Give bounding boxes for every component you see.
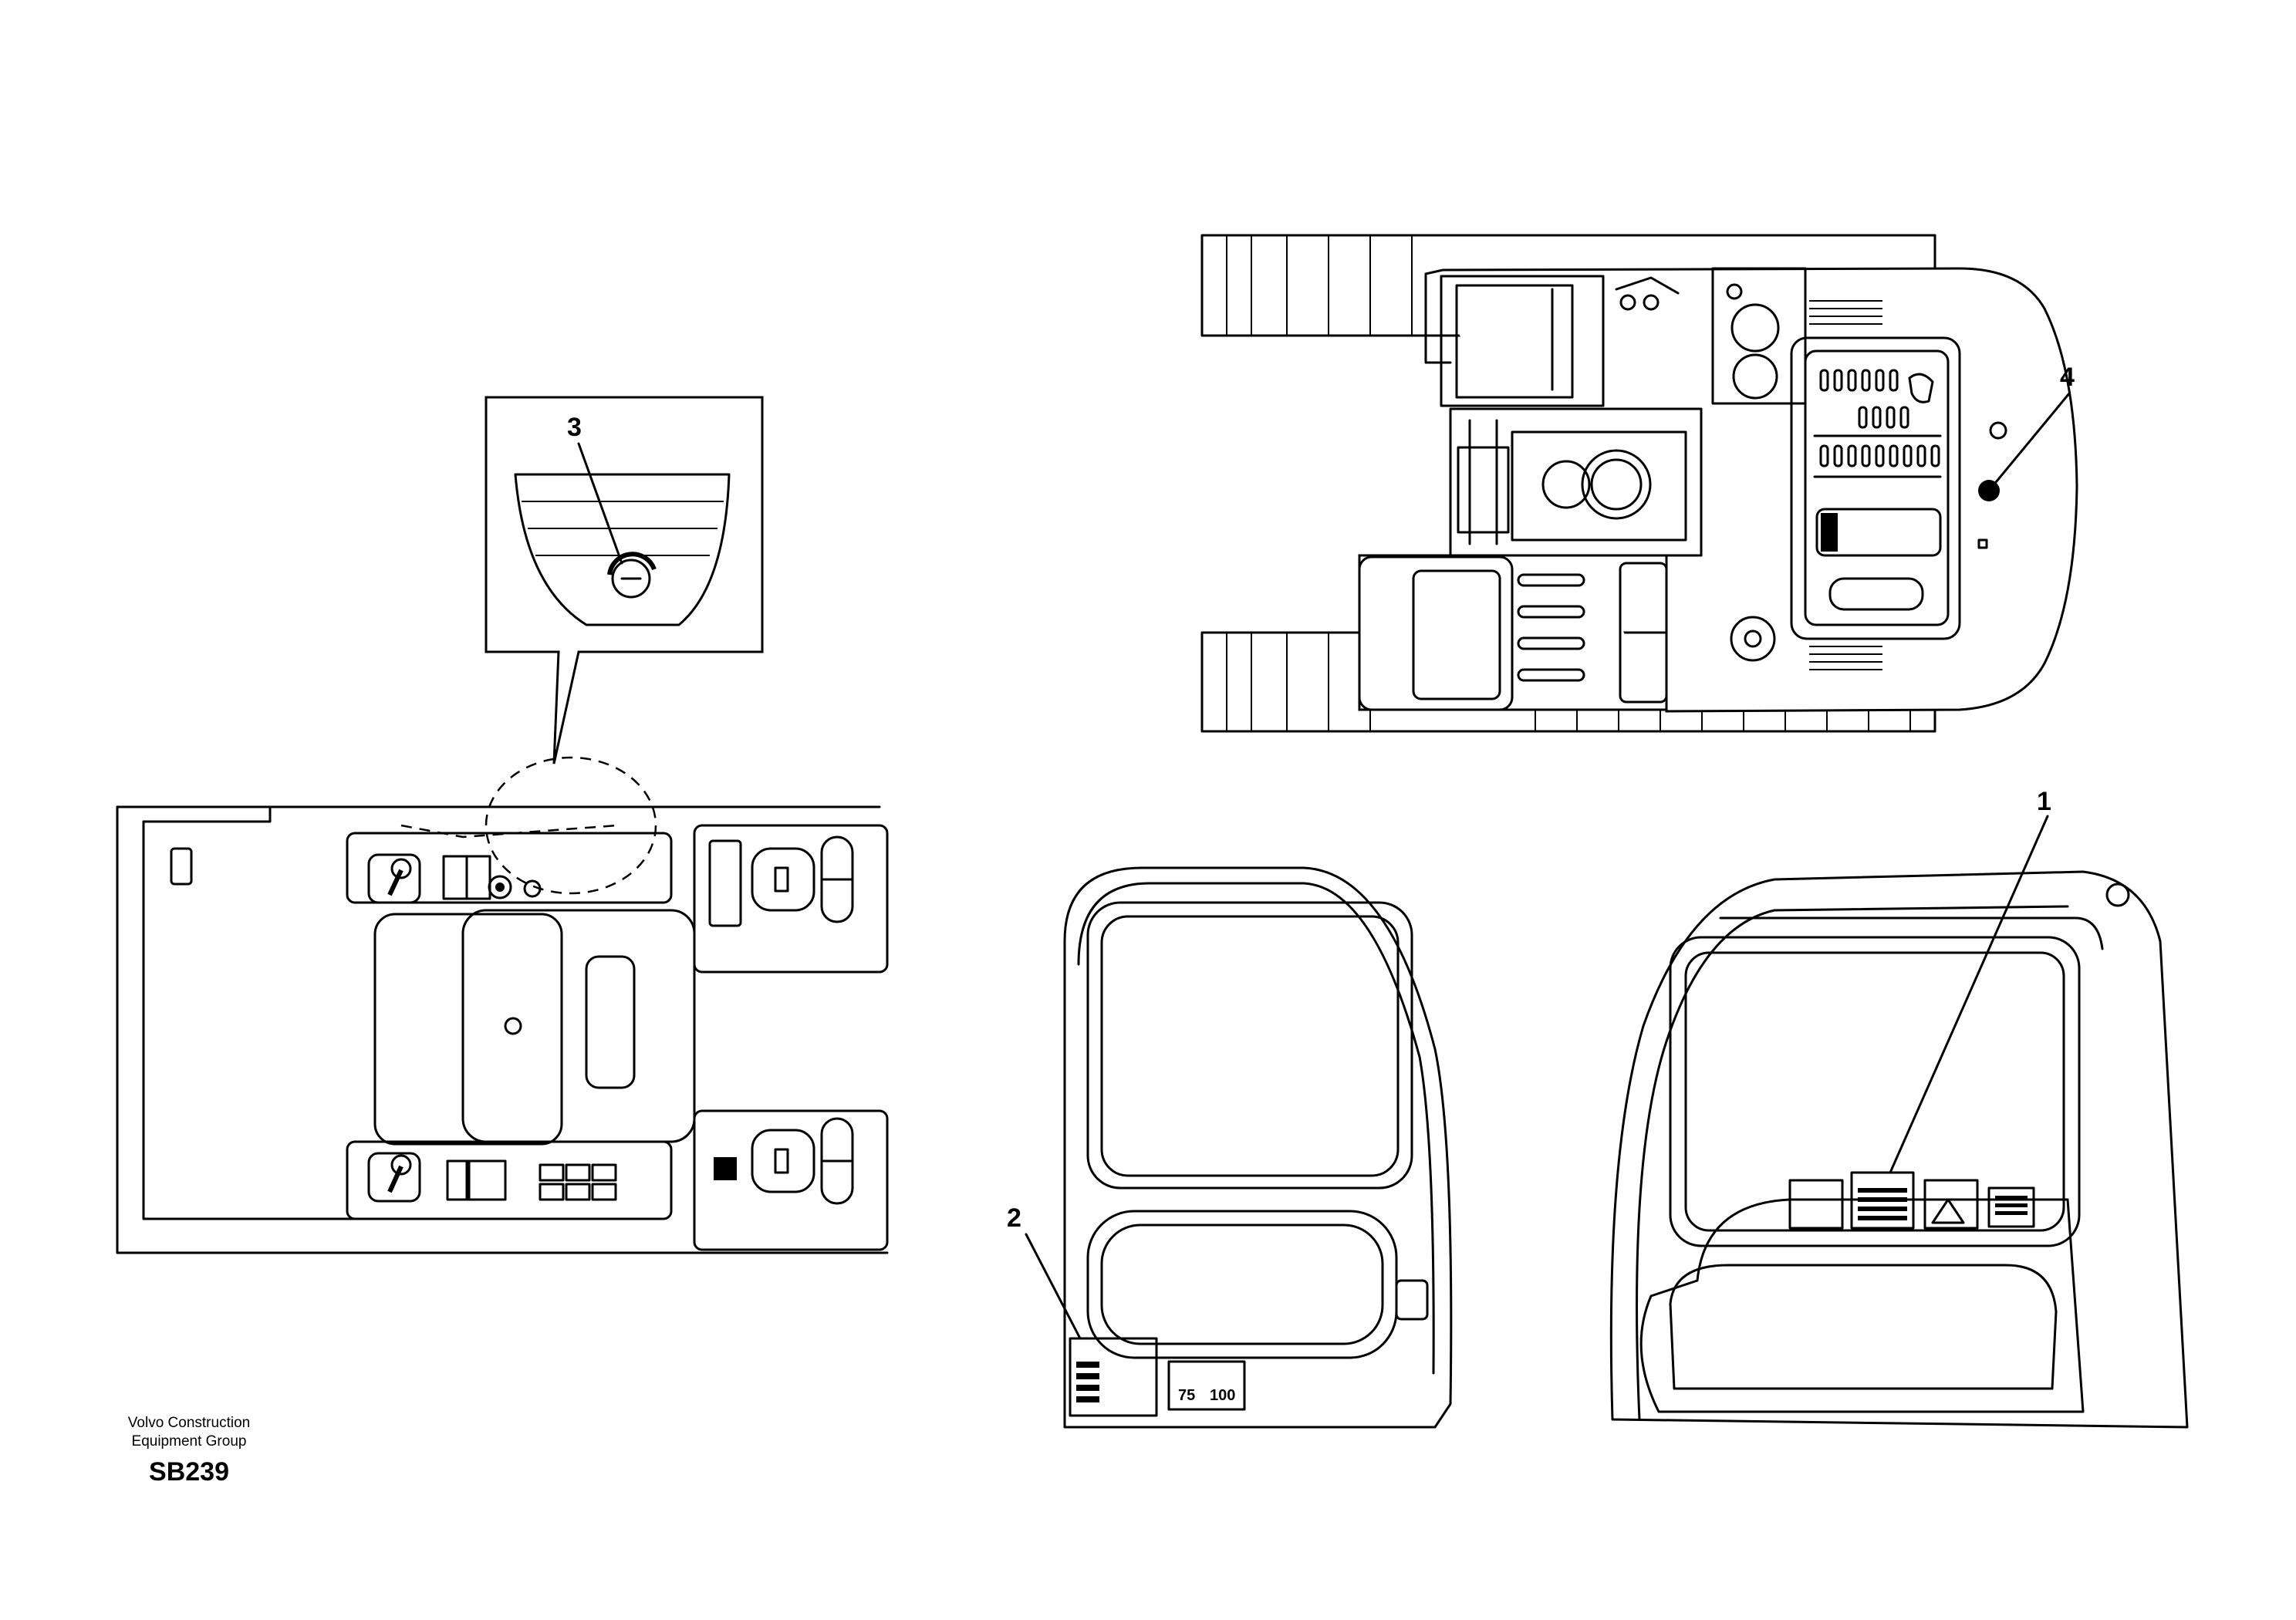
callout-3: 3	[567, 413, 582, 442]
cab-floor-plan	[116, 756, 889, 1254]
drawing-code: SB239	[149, 1457, 229, 1487]
cab-door-right	[1609, 870, 2189, 1429]
footer-block: Volvo Construction Equipment Group SB239	[100, 1414, 278, 1487]
company-line-2: Equipment Group	[131, 1433, 247, 1450]
machine-top-view	[1200, 234, 2078, 733]
key-switch-detail	[485, 396, 764, 764]
callout-4: 4	[2060, 363, 2075, 392]
company-line-1: Volvo Construction	[127, 1415, 251, 1431]
leader-lines	[577, 392, 2071, 1340]
callout-1: 1	[2037, 787, 2051, 816]
cab-door-left	[1063, 866, 1453, 1429]
gauge-value-right: 100	[1210, 1387, 1235, 1404]
callout-2: 2	[1007, 1203, 1021, 1233]
gauge-value-left: 75	[1178, 1387, 1195, 1404]
